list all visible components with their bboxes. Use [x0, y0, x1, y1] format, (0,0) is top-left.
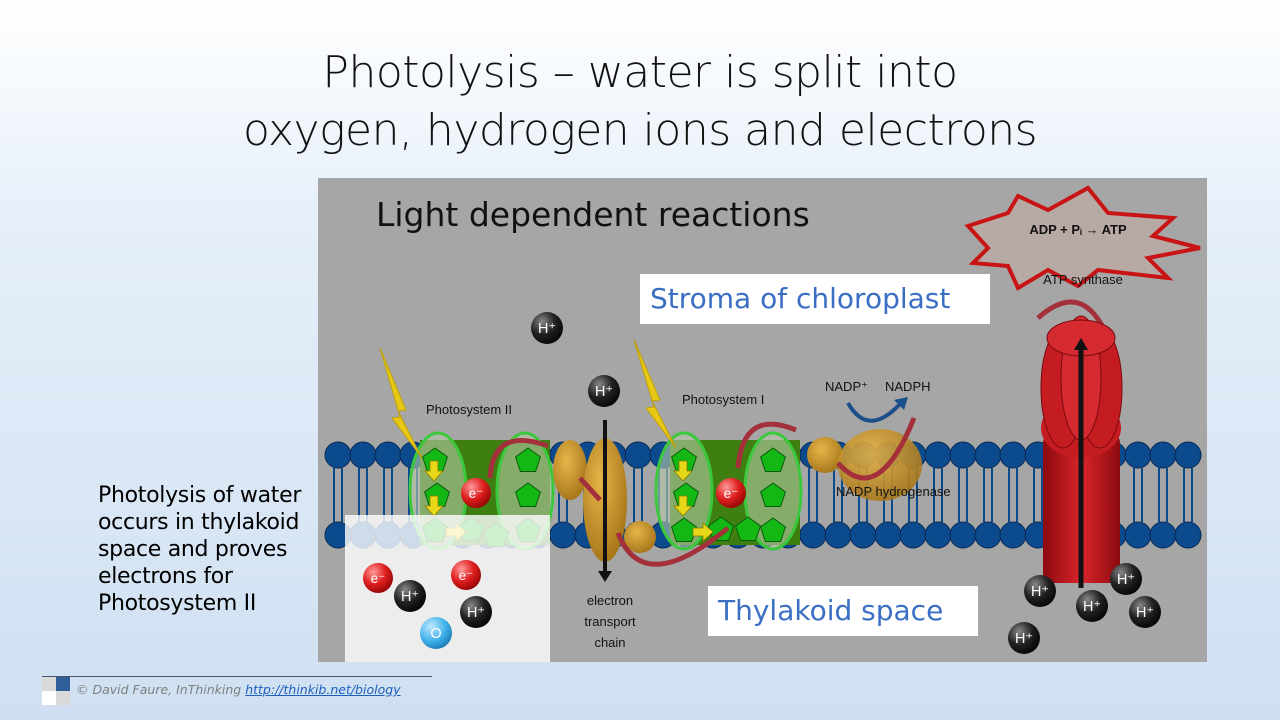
hydrogen-ion-label: H⁺	[1083, 599, 1101, 615]
nadph-label: NADPH	[885, 379, 931, 394]
biology-link[interactable]: http://thinkib.net/biology	[245, 682, 401, 697]
oxygen-atom-label: O	[430, 626, 441, 642]
atp-equation: ADP + Pᵢ → ATP	[1029, 222, 1127, 237]
phospholipid-head	[974, 521, 1002, 549]
electron-label: e⁻	[459, 568, 474, 583]
diagram-svg: ADP + Pᵢ → ATP H⁺H⁺e⁻e⁻e⁻e⁻H⁺H⁺OH⁺H⁺H⁺H⁺…	[324, 185, 1202, 662]
thylakoid-space-label: Thylakoid space	[708, 586, 978, 636]
etc-label-line-1: electron	[587, 593, 633, 608]
stroma-label: Stroma of chloroplast	[640, 274, 990, 324]
hydrogen-ion: H⁺	[394, 580, 426, 612]
photosystem-1-label: Photosystem I	[682, 392, 764, 407]
plastoquinone-carrier	[553, 440, 587, 500]
side-note: Photolysis of water occurs in thylakoid …	[98, 483, 302, 616]
phospholipid-head	[349, 441, 377, 469]
hydrogen-ion-label: H⁺	[595, 384, 613, 400]
ferredoxin-carrier	[807, 437, 843, 473]
hydrogen-ion-label: H⁺	[401, 589, 419, 605]
hydrogen-ion-label: H⁺	[1117, 572, 1135, 588]
electron: e⁻	[716, 478, 746, 508]
chlorophyll-pentagon	[760, 482, 786, 507]
hydrogen-ion-label: H⁺	[1015, 631, 1033, 647]
chlorophyll-pentagon	[735, 516, 761, 541]
hydrogen-ion: H⁺	[588, 375, 620, 407]
hydrogen-ion-label: H⁺	[538, 321, 556, 337]
chlorophyll-pentagon	[760, 447, 786, 472]
phospholipid-head	[1149, 521, 1177, 549]
nadp-plus-label: NADP⁺	[825, 379, 868, 394]
ions: H⁺ H⁺ e⁻ e⁻ e⁻ e⁻ H⁺ H⁺ O H⁺ H⁺ H⁺ H⁺ H⁺	[363, 312, 1161, 654]
credit-text: © David Faure, InThinking	[76, 682, 246, 697]
title-line-1: Photolysis – water is split into	[322, 47, 958, 98]
phospholipid-head	[849, 521, 877, 549]
oxygen-atom: O	[420, 617, 452, 649]
photosystem-2-label: Photosystem II	[426, 402, 512, 417]
electron: e⁻	[461, 478, 491, 508]
nadp-reduction-arrow	[846, 401, 902, 423]
hydrogen-ion: H⁺	[1129, 596, 1161, 628]
plastocyanin-carrier	[624, 521, 656, 553]
phospholipid-head	[924, 441, 952, 469]
diagram-heading: Light dependent reactions	[376, 195, 810, 234]
hydrogen-ion: H⁺	[1076, 590, 1108, 622]
chlorophyll-pentagon	[708, 516, 734, 541]
atp-burst-shape	[964, 185, 1201, 291]
electron-label: e⁻	[371, 571, 386, 586]
footer-credit: © David Faure, InThinking http://thinkib…	[76, 682, 401, 697]
phospholipid-head	[1174, 441, 1202, 469]
phospholipid-head	[549, 521, 577, 549]
phospholipid-head	[1149, 441, 1177, 469]
footer-divider	[42, 676, 432, 677]
phospholipid-head	[324, 441, 352, 469]
atp-synthase-label: ATP synthase	[1043, 272, 1123, 287]
phospholipid-head	[899, 521, 927, 549]
nadp-hydrogenase-label: NADP hydrogenase	[836, 484, 951, 499]
hydrogen-ion: H⁺	[1008, 622, 1040, 654]
phospholipid-head	[999, 441, 1027, 469]
slide-title: Photolysis – water is split into oxygen,…	[0, 44, 1280, 160]
light-bolt-psii-icon	[379, 347, 423, 459]
phospholipid-head	[949, 441, 977, 469]
chlorophyll-pentagon	[515, 482, 541, 507]
chlorophyll-pentagon	[760, 517, 786, 542]
etc-label-line-2: transport	[584, 614, 636, 629]
nadp-arrowhead	[894, 397, 908, 410]
electron: e⁻	[363, 563, 393, 593]
electron-label: e⁻	[724, 486, 739, 501]
etc-label: electron transport chain	[584, 593, 636, 650]
phospholipid-head	[624, 441, 652, 469]
hydrogen-ion-label: H⁺	[1136, 605, 1154, 621]
phospholipid-head	[874, 521, 902, 549]
etc-label-line-3: chain	[594, 635, 625, 650]
phospholipid-head	[1124, 521, 1152, 549]
electron-label: e⁻	[469, 486, 484, 501]
electron: e⁻	[451, 560, 481, 590]
phospholipid-head	[374, 441, 402, 469]
phospholipid-head	[974, 441, 1002, 469]
electron-flow-arrows	[487, 299, 1111, 567]
logo-icon	[42, 677, 70, 705]
hydrogen-ion: H⁺	[1110, 563, 1142, 595]
hydrogen-ion: H⁺	[460, 596, 492, 628]
phospholipid-head	[824, 521, 852, 549]
title-line-2: oxygen, hydrogen ions and electrons	[242, 105, 1038, 156]
light-bolt-psi-icon	[633, 339, 677, 449]
chlorophyll-pentagon	[671, 517, 697, 542]
hydrogen-ion: H⁺	[1024, 575, 1056, 607]
hydrogen-ion-label: H⁺	[1031, 584, 1049, 600]
phospholipid-head	[949, 521, 977, 549]
proton-pump-arrowhead	[598, 571, 612, 582]
chlorophyll-pentagon	[515, 447, 541, 472]
hydrogen-ion: H⁺	[531, 312, 563, 344]
hydrogen-ion-label: H⁺	[467, 605, 485, 621]
phospholipid-head	[1174, 521, 1202, 549]
phospholipid-head	[999, 521, 1027, 549]
phospholipid-head	[1124, 441, 1152, 469]
atp-synthase-enzyme	[1040, 315, 1123, 588]
phospholipid-head	[799, 521, 827, 549]
phospholipid-head	[924, 521, 952, 549]
